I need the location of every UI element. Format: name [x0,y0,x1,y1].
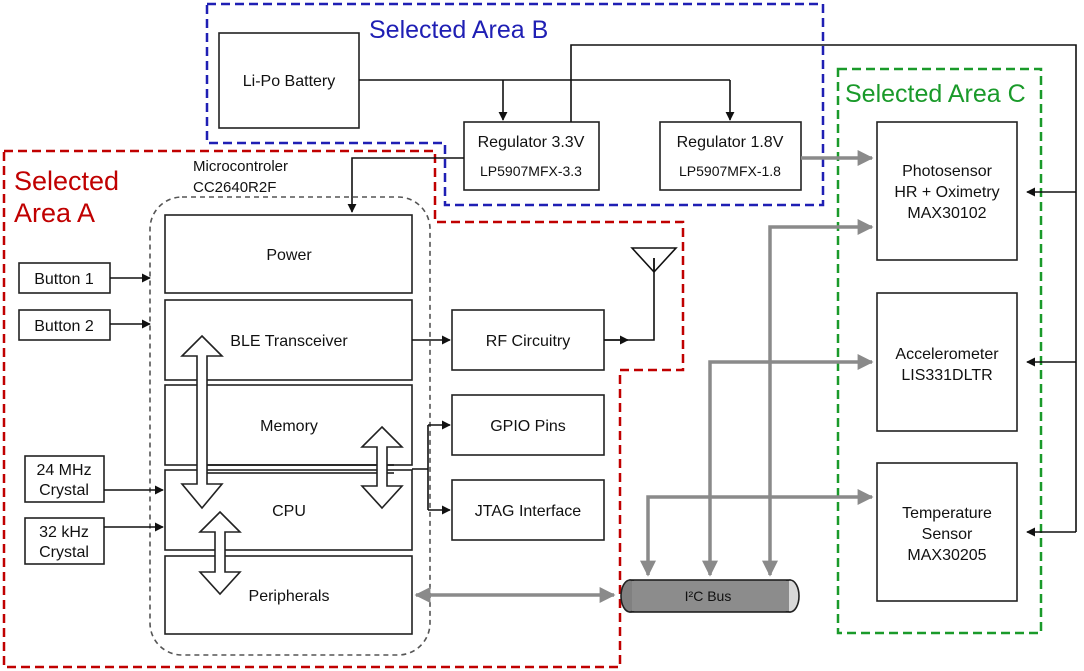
temperature-label-3: MAX30205 [907,547,986,564]
peripherals-block-label: Peripherals [249,588,330,605]
regulator-1v8-box [659,121,802,191]
mcu-outline [149,196,431,656]
area-c-label: Selected Area C [845,80,1026,108]
button-2-label: Button 2 [34,318,94,335]
crystal-32khz-box [24,517,105,565]
photosensor-label-1: Photosensor [902,163,993,180]
mcu-to-gpio-jtag-line [412,425,429,510]
crystal-32khz-label: 32 kHz [39,524,89,541]
i2c-bus-cylinder [620,579,800,613]
accelerometer-label-2: LIS331DLTR [901,367,992,384]
area-a-label-line2: Area A [14,198,95,228]
crystal-24mhz-box [24,455,105,503]
peripherals-block [164,555,413,635]
i2c-to-accelerometer-line [702,354,874,577]
area-b-label: Selected Area B [369,16,548,44]
area-a-outline [2,149,685,669]
photosensor-label-3: MAX30102 [907,205,986,222]
button-1-box [18,262,111,294]
accelerometer-label-1: Accelerometer [895,346,999,363]
rf-circuitry-label: RF Circuitry [486,333,570,350]
mcu-part: CC2640R2F [193,179,276,196]
area-a-label: Selected [14,166,119,196]
rf-to-antenna-arrow [604,258,655,341]
jtag-interface-label: JTAG Interface [475,503,582,520]
battery-label: Li-Po Battery [243,73,335,90]
ble-cpu-bus-arrow [180,334,224,510]
jtag-interface-box [451,479,605,541]
crystal-32khz-label-2: Crystal [39,544,89,561]
photosensor-box [876,121,1018,261]
i2c-to-temperature-line [640,489,874,577]
crystal-24mhz-label: 24 MHz [36,462,91,479]
power-block [164,214,413,294]
internal-bus-line [197,464,394,474]
rf-circuitry-box [451,309,605,371]
temperature-label-2: Sensor [922,526,973,543]
memory-block-label: Memory [260,418,318,435]
temperature-sensor-box [876,462,1018,602]
cpu-block-label: CPU [272,503,306,520]
button-1-label: Button 1 [34,271,94,288]
area-b-outline [205,2,825,207]
cpu-peripherals-bus-arrow [198,510,242,596]
i2c-bus-label: I²C Bus [685,588,732,604]
button-2-box [18,309,111,341]
regulator-1v8-title: Regulator 1.8V [677,134,784,151]
regulator-3v3-part: LP5907MFX-3.3 [480,163,582,179]
reg33-to-mcu-arrow [347,157,464,213]
photosensor-label-2: HR + Oximetry [894,184,999,201]
regulator-3v3-title: Regulator 3.3V [478,134,585,151]
antenna-icon [630,247,678,274]
i2c-to-photosensor-line [762,219,874,577]
ble-block-label: BLE Transceiver [230,333,348,350]
memory-cpu-bus-arrow [360,425,404,510]
gpio-pins-label: GPIO Pins [490,418,566,435]
regulator-1v8-part: LP5907MFX-1.8 [679,163,781,179]
accelerometer-box [876,292,1018,432]
gpio-pins-box [451,394,605,456]
battery-box [218,32,360,129]
mcu-label: Microcontroler [193,158,288,175]
crystal-24mhz-label-2: Crystal [39,482,89,499]
rail-3v3-line [570,44,1077,532]
temperature-label-1: Temperature [902,505,992,522]
power-block-label: Power [266,247,312,264]
regulator-3v3-box [463,121,600,191]
